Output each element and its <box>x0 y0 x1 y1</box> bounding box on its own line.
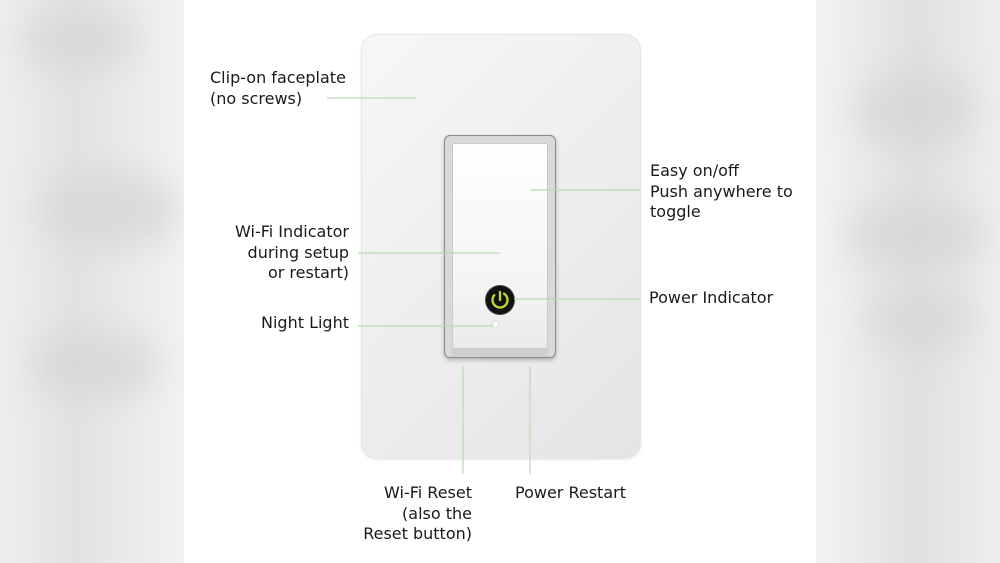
background-blur <box>856 70 976 150</box>
label-line: Power Restart <box>515 483 626 502</box>
label-line: Easy on/off <box>650 161 739 180</box>
background-blur <box>846 200 986 270</box>
background-blur <box>40 170 180 250</box>
label-line: or restart) <box>267 263 349 282</box>
background-blur <box>20 10 140 70</box>
background-blur <box>866 290 976 350</box>
label-easy-on-off: Easy on/off Push anywhere to toggle <box>650 161 793 223</box>
label-line: (no screws) <box>210 88 303 108</box>
label-power-indicator: Power Indicator <box>649 288 773 309</box>
label-line: Push anywhere to <box>650 181 793 201</box>
label-line: toggle <box>650 202 701 221</box>
label-line: Power Indicator <box>649 288 774 307</box>
label-line: (also the <box>402 503 472 523</box>
label-line: Wi-Fi Indicator <box>235 222 349 241</box>
left-background-panel <box>0 0 184 563</box>
label-line: Night Light <box>261 313 349 332</box>
rocker-lip <box>452 349 548 357</box>
power-indicator-icon <box>486 286 514 314</box>
background-blur <box>30 330 160 400</box>
rocker-switch <box>452 143 548 349</box>
label-line: Reset button) <box>363 524 472 543</box>
label-line: during setup <box>247 242 349 262</box>
label-power-restart: Power Restart <box>515 483 626 504</box>
right-background-panel <box>816 0 1000 563</box>
label-night-light: Night Light <box>261 313 349 334</box>
label-faceplate: Clip-on faceplate (no screws) <box>210 68 346 109</box>
label-line: Wi-Fi Reset <box>384 483 472 502</box>
night-light-led <box>493 322 498 327</box>
label-wifi-indicator: Wi-Fi Indicator during setup or restart) <box>235 222 349 284</box>
label-wifi-reset: Wi-Fi Reset (also the Reset button) <box>363 483 472 545</box>
label-line: Clip-on faceplate <box>210 68 346 87</box>
